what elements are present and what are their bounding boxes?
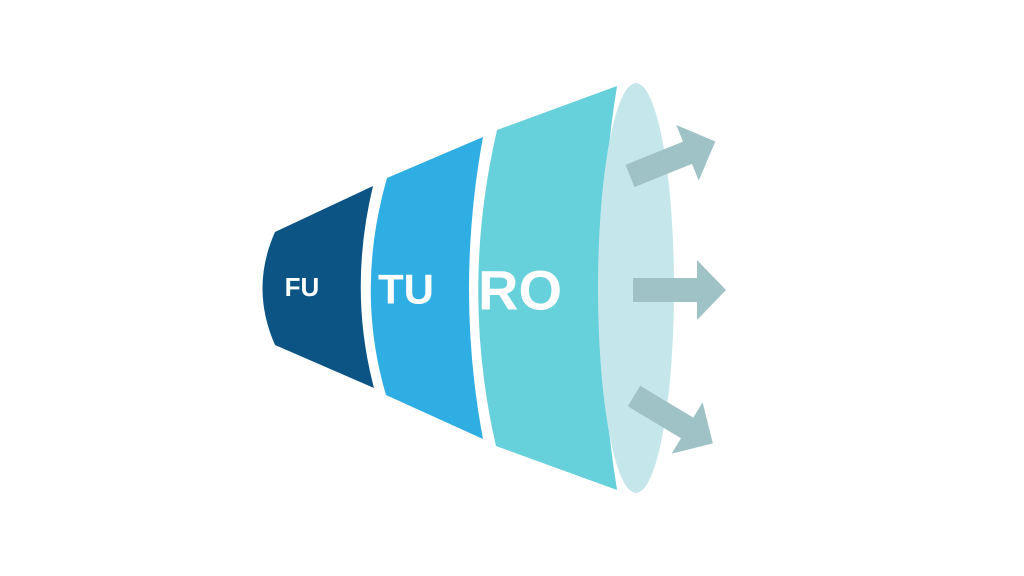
arrow-up-right-icon (625, 124, 716, 188)
label-ro: RO (478, 259, 562, 322)
label-fu: FU (285, 272, 320, 302)
arrow-right-icon (633, 260, 726, 320)
segment-ro (478, 86, 617, 490)
segment-tu (370, 137, 483, 439)
label-tu: TU (378, 266, 434, 313)
arrow-down-right-icon (627, 385, 713, 454)
segment-fu (262, 186, 374, 388)
